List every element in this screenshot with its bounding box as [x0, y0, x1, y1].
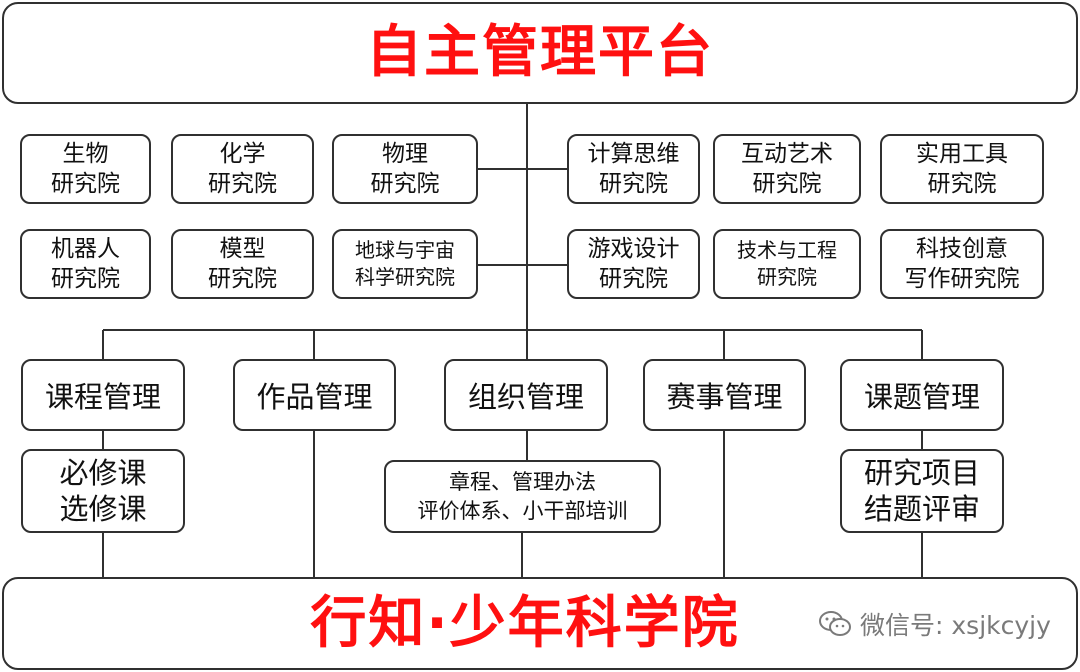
topic-management-box: 课题管理	[840, 359, 1004, 431]
institute-line2: 研究院	[752, 171, 822, 197]
institute-biology: 生物 研究院	[20, 134, 151, 204]
institute-line2: 研究院	[927, 171, 997, 197]
management-label: 课程管理	[44, 380, 161, 414]
institute-technology-engineering: 技术与工程 研究院	[713, 229, 861, 299]
organization-management-box: 组织管理	[444, 359, 608, 431]
institute-line2: 研究院	[208, 171, 277, 197]
institute-game-design: 游戏设计 研究院	[567, 229, 700, 299]
institute-line1: 计算思维	[587, 141, 680, 167]
detail-line2: 评价体系、小干部培训	[417, 498, 628, 523]
institute-physics: 物理 研究院	[332, 134, 478, 204]
institute-line2: 研究院	[51, 171, 120, 197]
institute-line1: 科技创意	[916, 236, 1008, 262]
top-title: 自主管理平台	[366, 20, 714, 85]
institute-creative-writing: 科技创意 写作研究院	[880, 229, 1044, 299]
watermark-text: 微信号: xsjkcyjy	[860, 611, 1051, 640]
institute-line1: 地球与宇宙	[355, 238, 455, 262]
bottom-title-box: 行知·少年科学院	[2, 577, 1078, 670]
bottom-title: 行知·少年科学院	[310, 590, 740, 656]
management-label: 作品管理	[256, 380, 373, 414]
institute-chemistry: 化学 研究院	[171, 134, 314, 204]
course-management-box: 课程管理	[21, 359, 185, 431]
institute-line1: 生物	[62, 141, 109, 167]
institute-line1: 游戏设计	[587, 236, 680, 262]
management-label: 课题管理	[863, 380, 980, 414]
institute-line1: 模型	[219, 236, 266, 262]
institute-interactive-art: 互动艺术 研究院	[713, 134, 861, 204]
institute-model: 模型 研究院	[171, 229, 314, 299]
institute-robotics: 机器人 研究院	[20, 229, 151, 299]
institute-line1: 实用工具	[916, 141, 1008, 167]
institute-earth-space: 地球与宇宙 科学研究院	[332, 229, 478, 299]
watermark: 微信号: xsjkcyjy	[818, 606, 1051, 642]
works-management-box: 作品管理	[233, 359, 396, 431]
institute-line2: 研究院	[757, 265, 817, 289]
institute-line1: 机器人	[51, 236, 120, 262]
detail-line1: 必修课	[59, 456, 147, 490]
topic-detail-box: 研究项目 结题评审	[840, 449, 1004, 533]
organization-detail-box: 章程、管理办法 评价体系、小干部培训	[384, 460, 661, 533]
management-label: 组织管理	[467, 380, 584, 414]
detail-line1: 研究项目	[863, 456, 980, 490]
institute-line1: 化学	[219, 141, 266, 167]
detail-line2: 结题评审	[863, 492, 980, 526]
institute-line2: 研究院	[208, 266, 277, 292]
institute-line2: 科学研究院	[355, 265, 455, 289]
course-detail-box: 必修课 选修课	[21, 449, 185, 533]
competition-management-box: 赛事管理	[643, 359, 806, 431]
institute-line1: 物理	[382, 141, 428, 167]
institute-line2: 研究院	[599, 266, 668, 292]
institute-practical-tools: 实用工具 研究院	[880, 134, 1044, 204]
institute-line1: 互动艺术	[741, 141, 833, 167]
institute-line2: 研究院	[51, 266, 120, 292]
management-label: 赛事管理	[666, 380, 783, 414]
institute-line2: 研究院	[370, 171, 440, 197]
top-title-box: 自主管理平台	[2, 2, 1078, 104]
institute-computational-thinking: 计算思维 研究院	[567, 134, 700, 204]
detail-line2: 选修课	[59, 492, 147, 526]
institute-line2: 研究院	[599, 171, 668, 197]
wechat-icon	[819, 611, 851, 636]
institute-line1: 技术与工程	[737, 238, 837, 262]
institute-line2: 写作研究院	[904, 266, 1020, 292]
detail-line1: 章程、管理办法	[449, 469, 596, 494]
